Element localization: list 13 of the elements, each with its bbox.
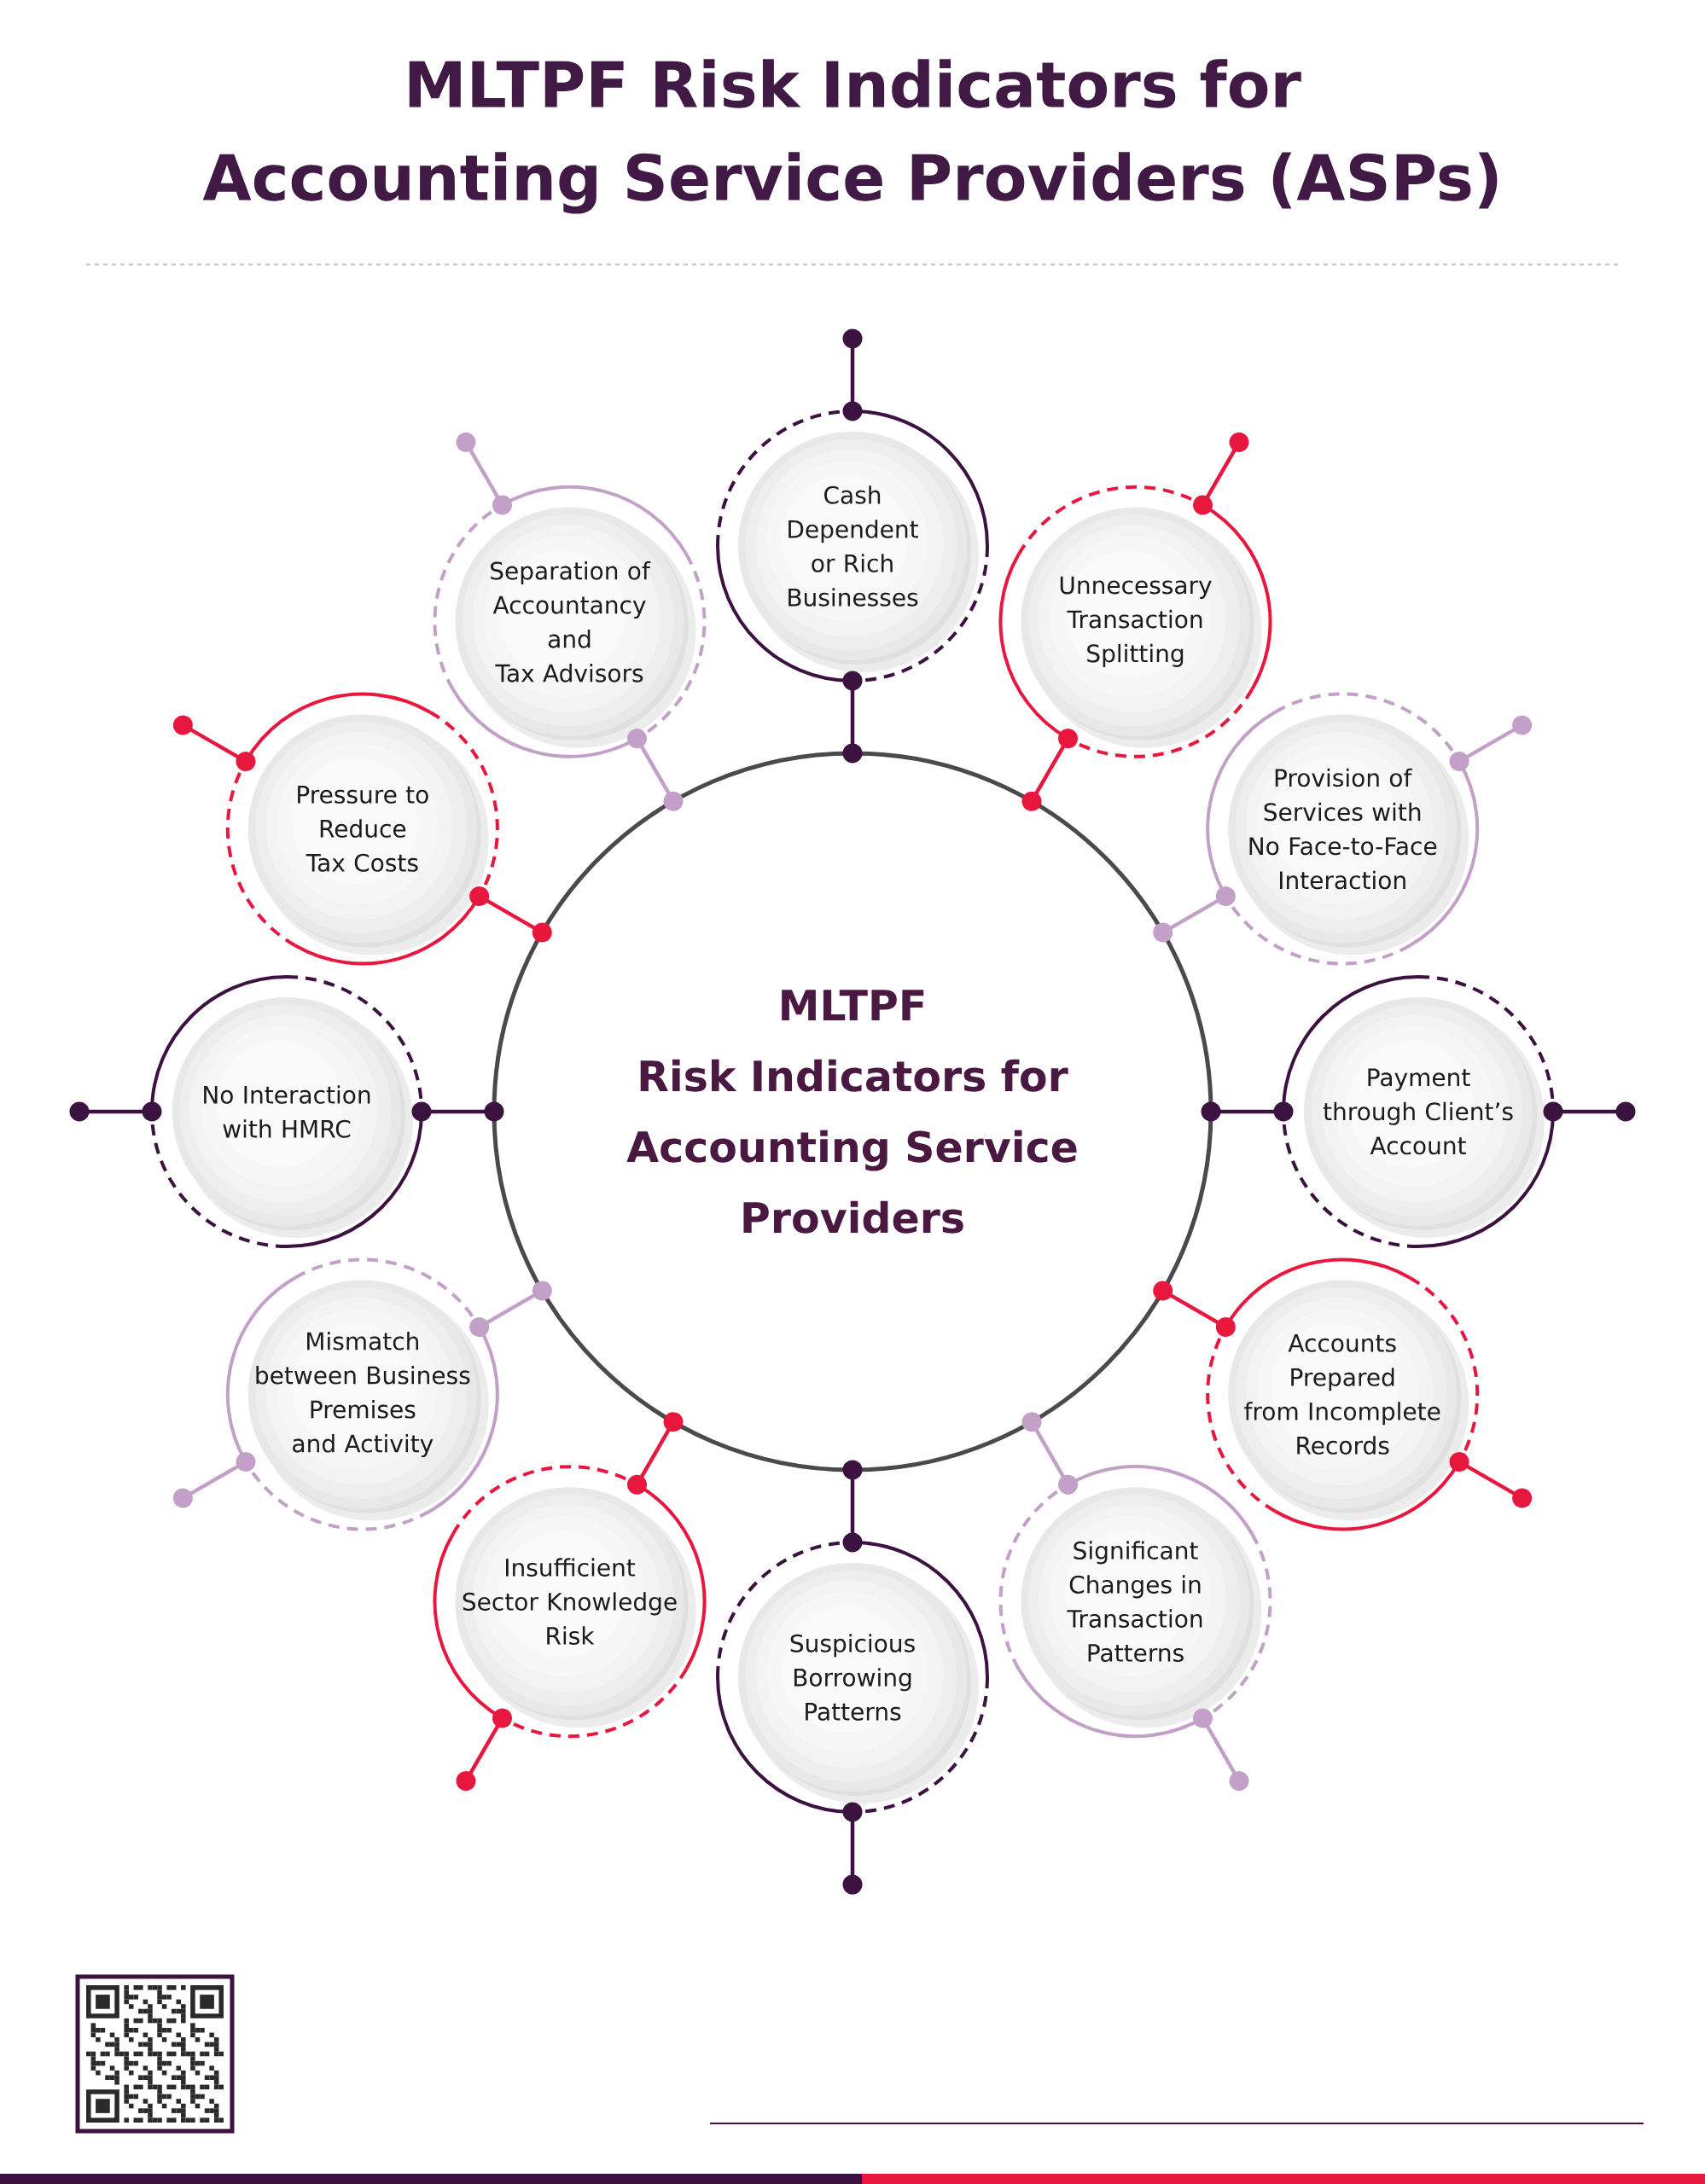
connector-line — [1201, 1101, 1294, 1122]
connector-line — [1021, 1412, 1078, 1495]
connector-line — [469, 1281, 552, 1337]
connector-line — [842, 671, 863, 764]
connector-line — [411, 1101, 504, 1122]
connector-line — [469, 886, 552, 943]
connector-line — [627, 1412, 684, 1495]
connector-line — [1021, 729, 1078, 811]
connector-line — [1153, 1281, 1236, 1337]
title: MLTPF Risk Indicators for Accounting Service Providers (ASPs) — [202, 59, 1498, 214]
connector-line — [1153, 886, 1236, 943]
connector-line — [842, 1460, 863, 1553]
connector-line — [627, 729, 684, 811]
